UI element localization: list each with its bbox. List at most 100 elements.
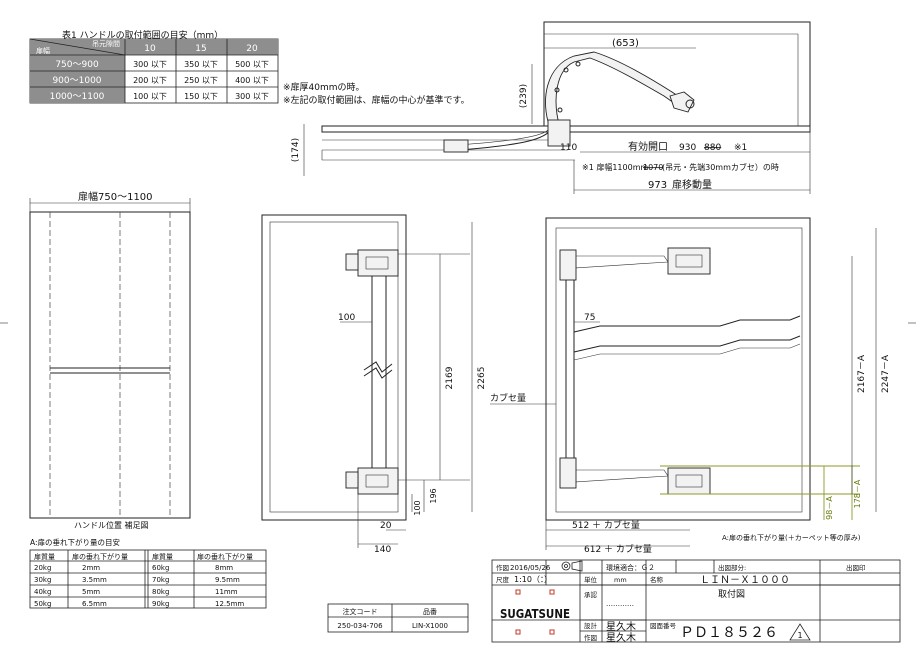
- dim-512: 512 ＋ カブセ量: [572, 519, 640, 531]
- top-view: (653) (239) (174) 110 有効開口 930 880 ※1 ※1…: [291, 21, 811, 194]
- sag-cell: 30kg: [34, 576, 51, 584]
- sag-table-title: A:扉の垂れ下がり量の目安: [30, 537, 121, 547]
- dim-2169: 2169: [445, 366, 455, 389]
- order-code-value: 250-034-706: [337, 622, 383, 630]
- dim-100b: 100: [413, 500, 422, 515]
- sugatsune-logo: SUGATSUNE: [500, 589, 570, 635]
- note-reference: ※左記の取付範囲は、扉幅の中心が基準です。: [283, 94, 470, 106]
- sag-cell: 50kg: [34, 600, 51, 608]
- left-view: 扉幅750～1100 ハンドル位置 補足図 A:扉の垂れ下がり量の目安 扉質量 …: [29, 190, 267, 609]
- opening-930: 930: [679, 143, 696, 153]
- table-cell: 200 以下: [133, 76, 167, 85]
- table-cell: 150 以下: [184, 92, 218, 101]
- note-thickness: ※扉厚40mmの時。: [283, 81, 365, 93]
- note-1-strike: 1070: [643, 163, 663, 172]
- sag-cell: 70kg: [152, 576, 169, 584]
- scale-value: 1:10（：）: [514, 575, 552, 584]
- corner-top-label: 吊元隙間: [92, 39, 120, 48]
- travel-label: 扉移動量: [672, 178, 712, 191]
- column-header: 15: [195, 44, 206, 54]
- arm-mechanism: [545, 51, 691, 129]
- drawn-label: 作図: [584, 633, 597, 642]
- sag-cell: 3.5mm: [82, 576, 107, 584]
- drawing-subname: 取付図: [718, 589, 745, 600]
- row-label: 1000～1100: [50, 92, 105, 102]
- dim-20: 20: [380, 521, 392, 531]
- order-code-box: 注文コード 品番 250-034-706 LIN-X1000: [327, 603, 469, 633]
- dim-110: 110: [560, 143, 577, 153]
- table-cell: 350 以下: [184, 60, 218, 69]
- dim-174: (174): [291, 138, 301, 162]
- top-bracket: [357, 249, 399, 277]
- sag-header: 扉質量: [152, 552, 173, 561]
- table-cell: 100 以下: [133, 92, 167, 101]
- bottom-bracket: [357, 467, 399, 495]
- kabuse-label: カブセ量: [490, 392, 526, 404]
- drawing-number: ＰＤ１８５２６: [680, 625, 778, 641]
- product-name: ＬＩＮ－Ｘ１０００: [700, 575, 790, 586]
- dim-239: (239): [519, 84, 529, 108]
- dim-100: 100: [338, 313, 355, 323]
- mark-1: ※1: [734, 143, 747, 153]
- projection-icon: [561, 560, 583, 572]
- name-label: 名称: [650, 575, 664, 584]
- revision-number: 1: [797, 631, 802, 640]
- table-cell: 500 以下: [235, 60, 269, 69]
- dim-2265: 2265: [477, 367, 487, 390]
- column-header: 10: [144, 44, 156, 54]
- sag-cell: 11mm: [215, 588, 238, 596]
- date-label: 作図: [496, 563, 509, 572]
- table-cell: 400 以下: [235, 76, 269, 85]
- column-header: 20: [246, 44, 258, 54]
- sag-header: 扉の垂れ下がり量: [72, 552, 128, 561]
- unit-label: 単位: [584, 575, 598, 584]
- model-header: 品番: [423, 608, 437, 616]
- row-label: 750～900: [55, 60, 99, 70]
- note-1-a: ※1 扉幅1100mm: [582, 162, 648, 172]
- sag-cell: 90kg: [152, 600, 169, 608]
- middle-view: 100 2169 2265 196 100 20 140: [261, 214, 487, 555]
- dim-653: (653): [612, 38, 639, 49]
- sag-note: A:扉の垂れ下がり量(＋カーペット等の厚み): [722, 533, 861, 542]
- order-code-header: 注文コード: [343, 607, 378, 616]
- sag-cell: 5mm: [82, 588, 100, 596]
- row-label: 900～1000: [52, 76, 101, 86]
- dim-2167: 2167－A: [857, 354, 867, 393]
- dim-612: 612 ＋ カブセ量: [584, 543, 652, 555]
- approve-dots: …………: [606, 600, 634, 608]
- dim-75: 75: [584, 313, 595, 323]
- dim-973: 973: [648, 180, 667, 191]
- mount-range-table: 表1 ハンドルの取付範囲の目安（mm） 吊元隙間 扉幅 10 15 20 750…: [29, 29, 279, 104]
- revision-triangle-icon: 1: [789, 623, 811, 641]
- stamp-label: 出図印: [846, 563, 866, 572]
- dept-label: 出図部分:: [718, 563, 746, 572]
- dim-2247: 2247－A: [881, 354, 891, 393]
- right-top-handle: [667, 247, 711, 275]
- approve-label: 承認: [584, 590, 598, 599]
- opening-label: 有効開口: [628, 140, 668, 153]
- sag-header: 扉の垂れ下がり量: [197, 552, 253, 561]
- corner-bottom-label: 扉幅: [36, 46, 50, 55]
- table-cell: 300 以下: [133, 60, 167, 69]
- sag-cell: 40kg: [34, 588, 51, 596]
- date-value: 2016/05/26: [510, 564, 551, 572]
- sag-cell: 8mm: [215, 564, 233, 572]
- opening-880: 880: [704, 143, 721, 153]
- dim-178: 178－A: [853, 479, 862, 508]
- design-label: 設計: [584, 621, 598, 630]
- designer-name: 星久木: [606, 621, 636, 633]
- table-cell: 300 以下: [235, 92, 269, 101]
- right-view: 98－A 178－A 75 カブセ量 2167－A 2247－A 512 ＋ カ…: [490, 217, 891, 555]
- sag-cell: 80kg: [152, 588, 169, 596]
- sag-cell: 9.5mm: [215, 576, 240, 584]
- dim-98: 98－A: [825, 496, 834, 520]
- sag-cell: 60kg: [152, 564, 169, 572]
- drafter-name: 星久木: [606, 632, 636, 644]
- mount-range-table-title: 表1 ハンドルの取付範囲の目安（mm）: [62, 29, 223, 41]
- model-value: LIN-X1000: [412, 622, 448, 630]
- sag-cell: 2mm: [82, 564, 100, 572]
- logo-text: SUGATSUNE: [500, 607, 570, 621]
- sag-cell: 12.5mm: [215, 600, 244, 608]
- scale-label: 尺度: [496, 575, 510, 584]
